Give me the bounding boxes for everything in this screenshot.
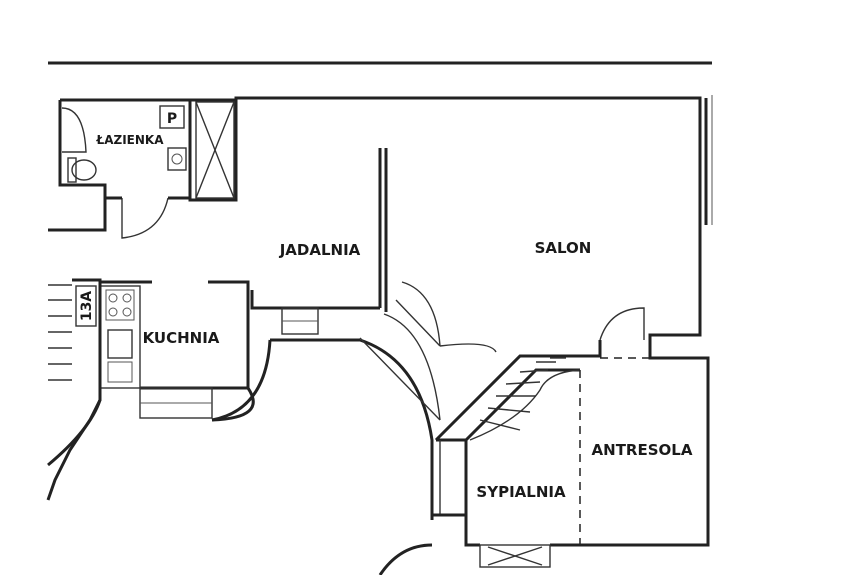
bathroom-door <box>121 197 169 239</box>
washbasin <box>167 147 187 171</box>
room-label-mezzanine: ANTRESOLA <box>592 441 693 459</box>
toilet <box>71 159 97 181</box>
left-staircase: 13A <box>46 278 102 501</box>
stove <box>105 289 135 321</box>
kitchen: KUCHNIA <box>99 280 250 419</box>
bathroom: P ŁAZIENKA <box>61 105 190 239</box>
sink <box>107 329 133 359</box>
lower-walls <box>211 338 434 575</box>
outer-walls <box>48 95 713 547</box>
room-label-kitchen: KUCHNIA <box>143 329 220 347</box>
bedroom-window <box>479 544 551 568</box>
room-label-living: SALON <box>535 239 592 257</box>
room-label-bathroom: ŁAZIENKA <box>96 133 165 147</box>
bathtub <box>61 107 87 153</box>
unit-tag <box>75 285 97 327</box>
bedroom-walls <box>432 357 650 568</box>
room-label-dining: JADALNIA <box>279 241 361 259</box>
room-label-bedroom: SYPIALNIA <box>476 483 566 501</box>
spiral-stairs <box>434 307 645 442</box>
ventilation-shaft <box>195 101 235 199</box>
double-door <box>359 281 497 421</box>
parking-label: P <box>167 111 177 127</box>
parking-sign <box>159 105 185 129</box>
unit-number: 13A <box>79 291 95 321</box>
dining-partition <box>250 148 388 335</box>
mezzanine-door <box>599 307 645 341</box>
